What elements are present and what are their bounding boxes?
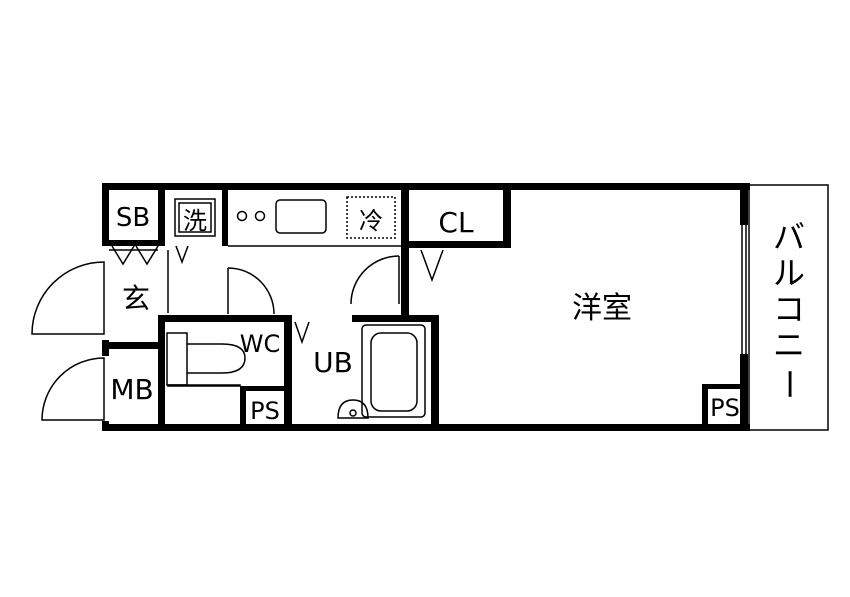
label-ps-right: PS bbox=[710, 394, 740, 422]
label-ps-left: PS bbox=[250, 397, 280, 425]
balcony-char: ル bbox=[773, 254, 805, 292]
balcony-label: バ ル コ ニ ー bbox=[770, 218, 808, 400]
label-mb: MB bbox=[110, 373, 153, 406]
balcony-char: コ bbox=[773, 290, 805, 328]
thin-lines bbox=[109, 196, 747, 419]
label-ub: UB bbox=[313, 346, 353, 379]
label-washer: 洗 bbox=[183, 207, 207, 235]
label-entrance: 玄 bbox=[122, 282, 150, 315]
balcony-char: バ bbox=[773, 218, 805, 256]
label-wc: WC bbox=[240, 330, 281, 358]
label-closet: CL bbox=[438, 206, 474, 239]
room-labels: SB 洗 冷 CL 玄 WC UB MB PS PS 洋室 bbox=[110, 203, 740, 425]
label-western-room: 洋室 bbox=[572, 291, 632, 326]
balcony-char: ー bbox=[770, 368, 808, 400]
doors bbox=[31, 245, 444, 421]
label-sb: SB bbox=[116, 203, 150, 233]
balcony-char: ニ bbox=[773, 326, 805, 364]
balcony bbox=[748, 184, 829, 431]
label-fridge: 冷 bbox=[359, 207, 383, 235]
walls bbox=[102, 183, 750, 431]
